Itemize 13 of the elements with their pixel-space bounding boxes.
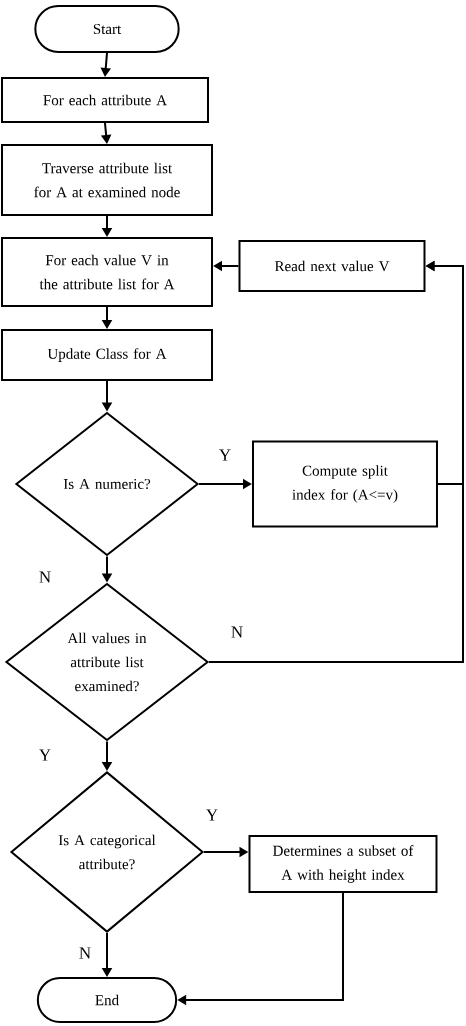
edge-label: N [39,571,51,583]
edge-label: N [79,947,91,959]
process-box: For each attribute A [1,77,209,123]
process-box: Update Class for A [1,329,213,381]
edge-label: Y [206,809,218,821]
process-box: Compute split index for (A<=v) [252,440,438,528]
process-box: Traverse attribute list for A at examined node [1,144,213,216]
process-box: Read next value V [238,240,426,292]
process-box: Determines a subset of A with height index [248,835,438,893]
edge-label: Y [39,749,51,761]
edge-label: N [231,626,243,638]
edge-label: Y [219,449,231,461]
process-box: For each value V in the attribute list for A [1,237,213,307]
